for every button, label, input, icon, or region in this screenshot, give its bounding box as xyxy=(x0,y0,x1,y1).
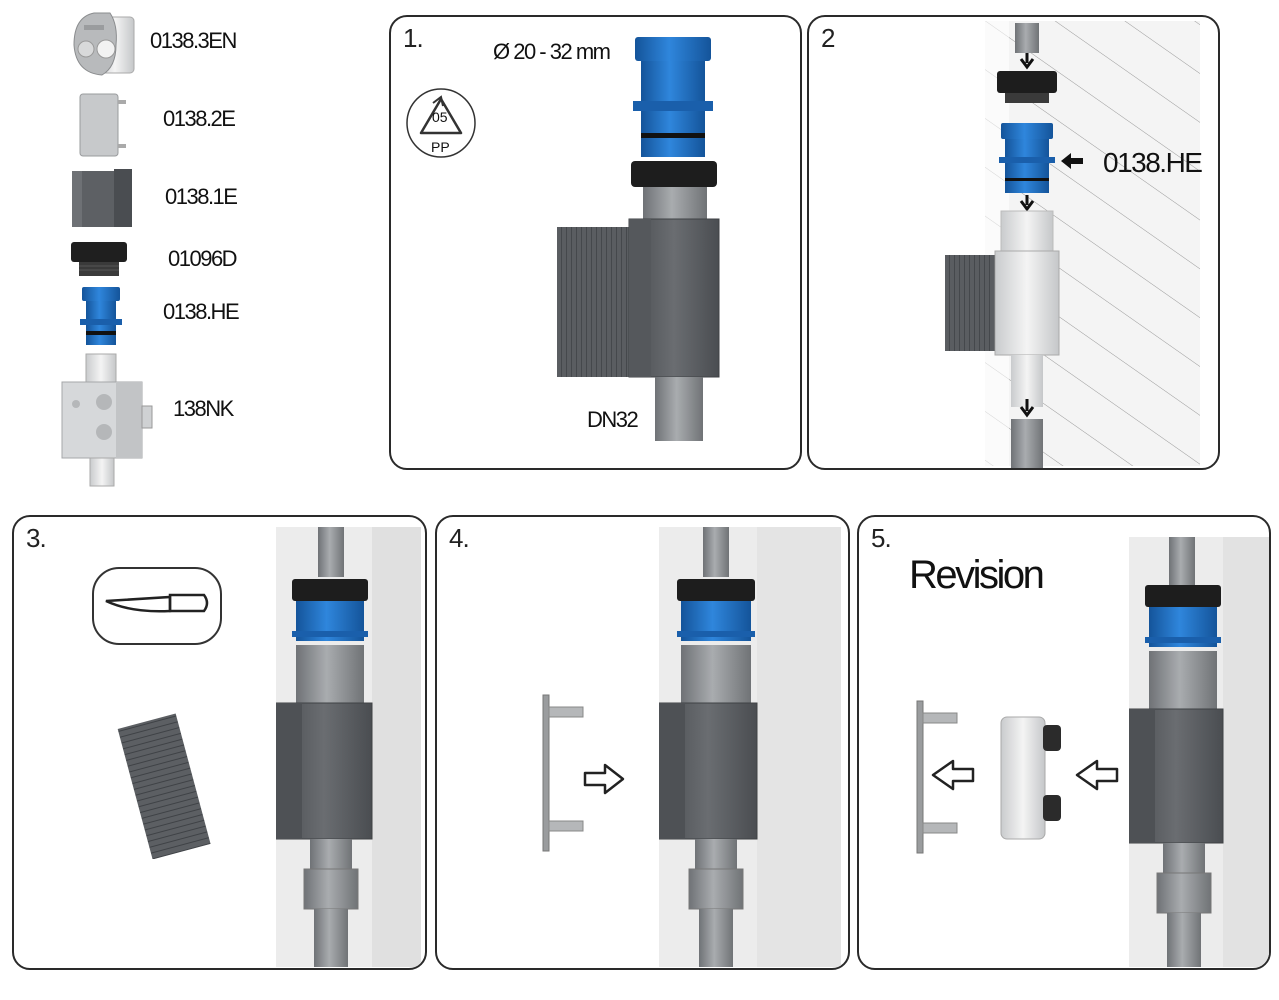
part-label: 0138.HE xyxy=(163,299,240,324)
wall-section-icon xyxy=(1129,537,1269,967)
recycle-code: 05 xyxy=(432,109,448,125)
arrow-left-icon xyxy=(1075,759,1119,791)
revision-title: Revision xyxy=(909,553,1045,597)
arrow-left-icon xyxy=(1061,153,1083,169)
wall-section-icon xyxy=(276,527,421,967)
step-number: 5. xyxy=(871,523,892,553)
part-item-box-insert xyxy=(70,167,136,229)
knife-icon xyxy=(92,567,222,645)
box-insert-icon xyxy=(72,169,132,227)
inspection-box-icon xyxy=(61,353,153,487)
step-3-panel: 3. xyxy=(12,515,427,970)
step-5-panel: 5. Revision xyxy=(857,515,1271,970)
dimension-label: Ø 20 - 32 mm xyxy=(493,39,611,64)
recycle-material: PP xyxy=(431,139,450,155)
cover-plate-icon xyxy=(79,93,126,157)
ribbed-insert-icon xyxy=(117,713,211,859)
part-item-nut-cap xyxy=(70,240,130,280)
recycle-symbol-icon xyxy=(405,87,477,159)
installation-stack-icon xyxy=(945,23,1060,468)
part-item-blue-adapter xyxy=(78,285,126,347)
revision-cap-icon xyxy=(1000,716,1061,840)
step-number: 4. xyxy=(449,523,470,553)
part-label: 0138.3EN xyxy=(150,28,237,53)
part-item-inspection-box xyxy=(58,352,158,488)
part-label: 0138.1E xyxy=(165,184,238,209)
callout-label: 0138.HE xyxy=(1103,147,1203,178)
part-label: 0138.2E xyxy=(163,106,236,131)
blue-adapter-icon xyxy=(80,287,122,345)
revision-cap-icon xyxy=(73,12,135,76)
nut-cap-icon xyxy=(71,242,127,276)
arrow-left-icon xyxy=(931,759,975,791)
pipe-size-label: DN32 xyxy=(587,407,639,432)
step-1-panel: 1. Ø 20 - 32 mm 05 PP DN32 xyxy=(389,15,802,470)
wall-section-icon xyxy=(659,527,841,967)
part-label: 01096D xyxy=(168,246,238,271)
step-2-panel: 2 0138.HE xyxy=(807,15,1220,470)
part-item-cover-plate xyxy=(78,92,128,160)
step-number: 1. xyxy=(403,23,424,53)
trap-assembly-icon xyxy=(557,161,720,441)
cover-plate-icon xyxy=(916,700,958,854)
blue-adapter-icon xyxy=(633,37,713,157)
arrow-right-icon xyxy=(583,763,625,795)
part-label: 138NK xyxy=(173,396,234,421)
step-4-panel: 4. xyxy=(435,515,850,970)
part-item-revision-cap xyxy=(66,5,156,80)
step-number: 3. xyxy=(26,523,47,553)
step-number: 2 xyxy=(821,23,836,53)
cover-plate-icon xyxy=(542,694,584,852)
